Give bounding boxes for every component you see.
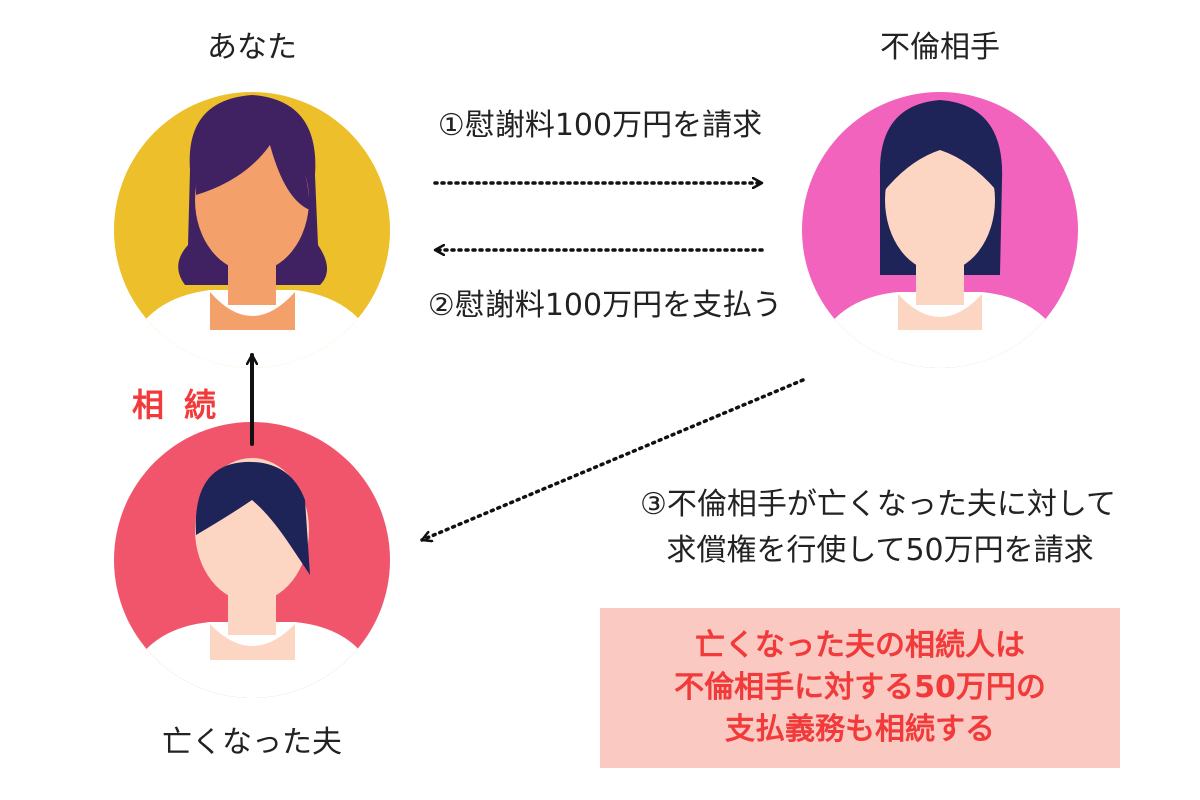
label-partner: 不倫相手 — [880, 30, 1000, 65]
avatar-you-chest — [210, 292, 295, 330]
note-box: 亡くなった夫の相続人は 不倫相手に対する50万円の 支払義務も相続する — [600, 608, 1120, 768]
avatar-husband-chest — [210, 624, 295, 660]
avatar-you — [114, 92, 390, 368]
label-claim: ①慰謝料100万円を請求 — [437, 108, 763, 143]
avatar-husband-hair — [195, 461, 310, 575]
arrow-reimburse — [420, 378, 805, 540]
label-you: あなた — [207, 30, 297, 65]
label-reimburse-line1: ③不倫相手が亡くなった夫に対して — [640, 487, 1116, 522]
avatar-partner — [802, 92, 1078, 368]
note-line-1: 亡くなった夫の相続人は — [695, 628, 1025, 663]
avatar-partner-bangs — [884, 118, 997, 190]
note-line-2: 不倫相手に対する50万円の — [674, 670, 1046, 705]
label-reimburse-line2: 求償権を行使して50万円を請求 — [666, 533, 1094, 568]
avatar-husband — [114, 422, 390, 698]
note-line-3: 支払義務も相続する — [725, 712, 995, 747]
avatar-you-bangs — [195, 118, 310, 210]
label-inherit: 相続 — [132, 386, 237, 424]
label-husband: 亡くなった夫 — [162, 725, 342, 760]
label-pay: ②慰謝料100万円を支払う — [427, 288, 783, 323]
avatar-partner-chest — [898, 294, 982, 330]
